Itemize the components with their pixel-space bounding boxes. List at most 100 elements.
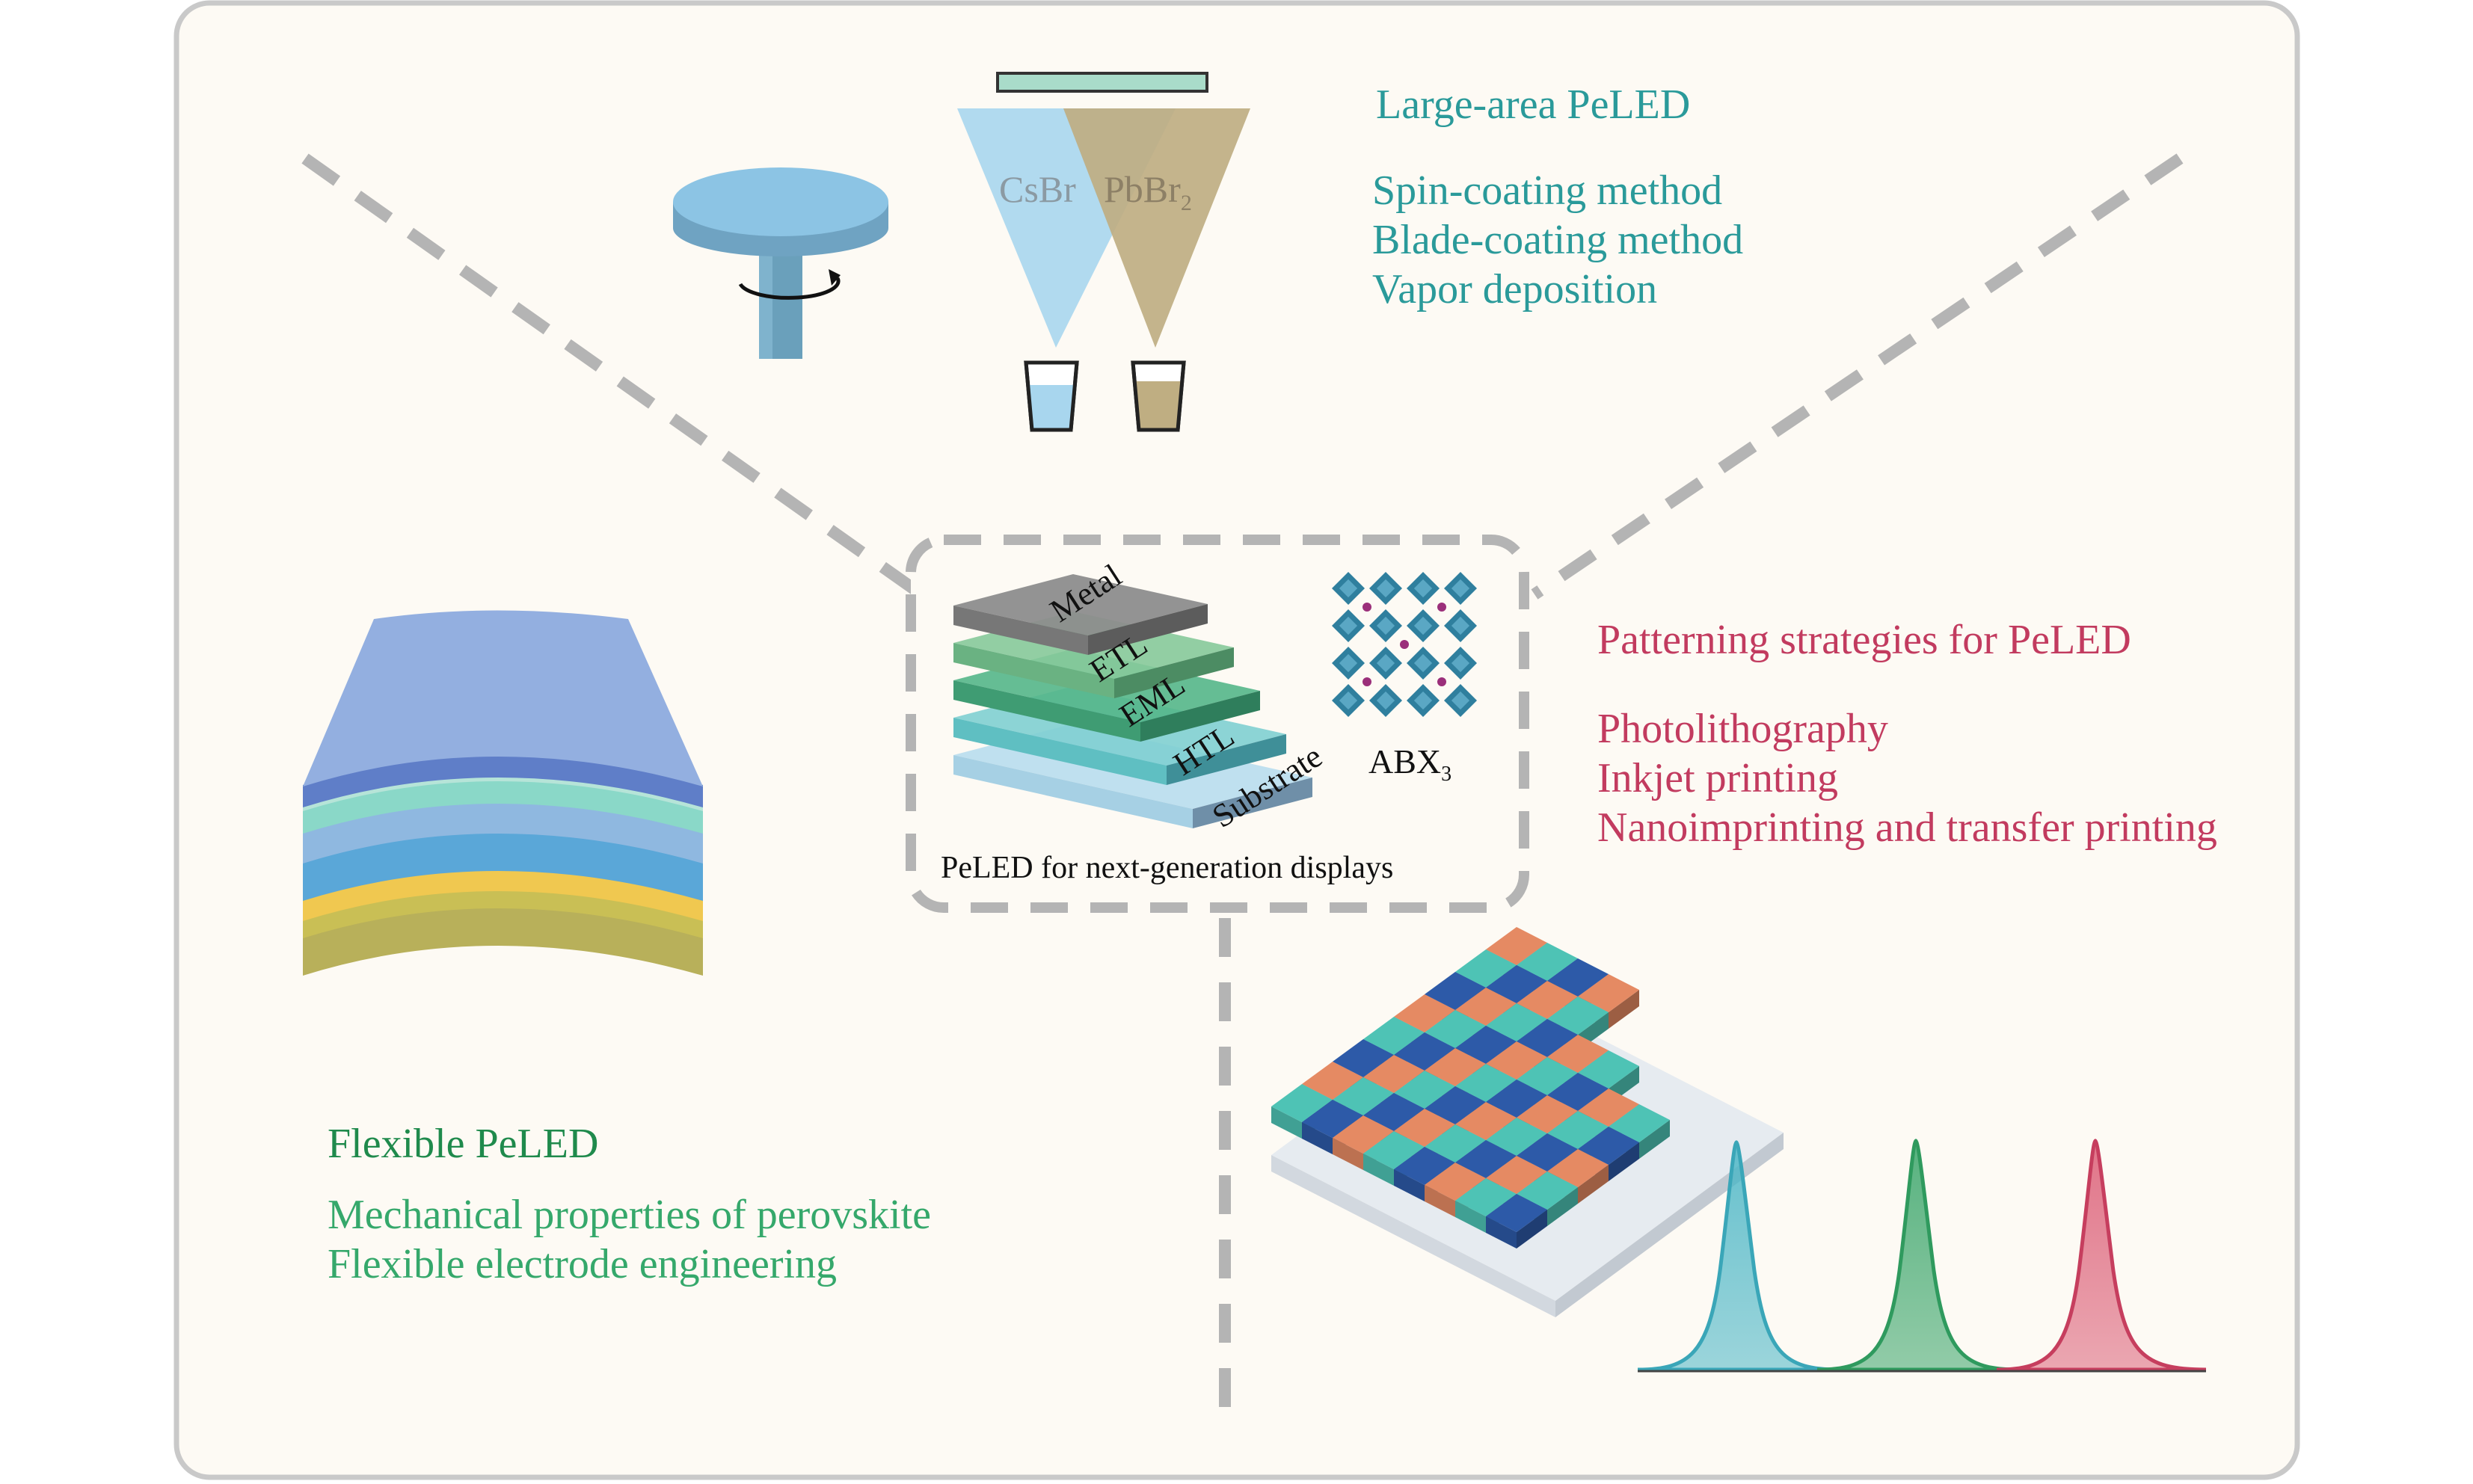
pixel-top	[1486, 927, 1547, 965]
pixel-side	[1517, 1210, 1547, 1249]
spectrum-green	[1816, 1139, 2020, 1372]
pixel-front	[1363, 1154, 1394, 1186]
octahedron-face	[1376, 653, 1395, 673]
octahedron-face	[1339, 616, 1358, 635]
pixel-front	[1271, 1106, 1302, 1139]
pixel-top	[1333, 1077, 1394, 1115]
pixel-top	[1425, 1163, 1486, 1201]
pixel-top	[1486, 1156, 1547, 1194]
mask-bar	[996, 72, 1208, 93]
pixel-top	[1455, 1026, 1517, 1064]
layer-stack	[953, 574, 1312, 828]
spectrum-cyan	[1637, 1140, 1840, 1372]
pixel-top	[1578, 1089, 1639, 1127]
pbbr2-label-sub: 2	[1180, 191, 1192, 215]
pixel-front	[1486, 1216, 1517, 1249]
pixel-top	[1455, 988, 1517, 1026]
pixel-top	[1517, 1133, 1578, 1172]
pixel-top	[1486, 1003, 1547, 1041]
patterning-list: Photolithography Inkjet printing Nanoimp…	[1597, 704, 2217, 852]
vapor-deposition	[957, 72, 1250, 432]
pixel-top	[1547, 997, 1609, 1035]
pixel-front	[1302, 1122, 1333, 1154]
pixel-top	[1363, 1055, 1425, 1093]
spectrum-red	[1996, 1139, 2207, 1372]
pixel-top	[1425, 972, 1486, 1010]
large-area-item-blade-coating: Blade-coating method	[1372, 217, 1744, 263]
flexible-list: Mechanical properties of perovskite Flex…	[328, 1190, 931, 1289]
pixel-top	[1578, 1127, 1639, 1165]
crystal-label: ABX3	[1368, 745, 1451, 785]
pixel-top	[1302, 1100, 1363, 1138]
pixel-side	[1578, 1165, 1609, 1204]
pixel-top	[1486, 1080, 1547, 1118]
patterning-item-photolithography: Photolithography	[1597, 706, 1888, 752]
rotation-arrow-icon	[738, 277, 841, 300]
pixel-top	[1363, 1017, 1425, 1055]
pixel-top	[1455, 949, 1517, 988]
large-area-item-spin-coating: Spin-coating method	[1372, 167, 1723, 214]
connector-top-right	[1531, 153, 2184, 600]
pixel-side	[1609, 990, 1639, 1029]
octahedron-face	[1413, 616, 1433, 635]
pixel-top	[1363, 1131, 1425, 1169]
pixel-top	[1578, 1050, 1639, 1089]
pixel-top	[1517, 943, 1578, 981]
pbbr2-label: PbBr2	[1104, 170, 1192, 215]
patterning-item-inkjet: Inkjet printing	[1597, 755, 1838, 801]
octahedron-face	[1339, 691, 1358, 710]
center-caption: PeLED for next-generation displays	[941, 851, 1394, 885]
pixel-side	[1639, 1120, 1670, 1159]
large-area-item-vapor-deposition: Vapor deposition	[1372, 266, 1658, 312]
pixel-top	[1455, 1178, 1517, 1216]
pixel-top	[1425, 1010, 1486, 1048]
pixel-top	[1517, 1019, 1578, 1057]
pixel-top	[1425, 1048, 1486, 1086]
a-site-cation	[1363, 677, 1371, 686]
spin-coater-disk	[673, 167, 888, 236]
emission-spectra	[1637, 1139, 2207, 1373]
pixel-top	[1455, 1140, 1517, 1178]
a-site-cation	[1400, 640, 1409, 649]
pixel-top	[1486, 965, 1547, 1003]
pixel-top	[1302, 1062, 1363, 1100]
perovskite-crystal-lattice	[1332, 572, 1477, 717]
a-site-cation	[1437, 603, 1446, 612]
pixel-top	[1517, 1057, 1578, 1095]
crystal-label-sub: 3	[1441, 763, 1452, 786]
octahedron-face	[1413, 653, 1433, 673]
pixel-top	[1425, 1124, 1486, 1163]
pixel-front	[1333, 1138, 1363, 1170]
pixel-front	[1394, 1169, 1425, 1201]
pbbr2-label-main: PbBr	[1104, 168, 1181, 210]
flexible-item-electrode: Flexible electrode engineering	[328, 1241, 838, 1287]
octahedron-face	[1339, 653, 1358, 673]
pixel-top	[1271, 1084, 1333, 1122]
octahedron-face	[1451, 579, 1470, 598]
patterning-title: Patterning strategies for PeLED	[1597, 617, 2131, 663]
pixel-top	[1455, 1102, 1517, 1140]
octahedron-face	[1339, 579, 1358, 598]
pixel-top	[1517, 1172, 1578, 1210]
pixel-top	[1547, 1111, 1609, 1149]
pixel-top	[1578, 974, 1639, 1012]
octahedron-face	[1451, 691, 1470, 710]
pixel-top	[1517, 1095, 1578, 1133]
octahedron-face	[1376, 616, 1395, 635]
flexible-device-stack	[303, 610, 703, 976]
a-site-cation	[1363, 603, 1371, 612]
csbr-label: CsBr	[999, 168, 1076, 210]
flexible-title: Flexible PeLED	[328, 1121, 599, 1167]
octahedron-face	[1451, 616, 1470, 635]
pixel-side	[1609, 1142, 1639, 1181]
pixel-top	[1455, 1064, 1517, 1102]
octahedron-face	[1413, 579, 1433, 598]
pixel-top	[1547, 1073, 1609, 1111]
pixel-top	[1333, 1039, 1394, 1077]
large-area-title: Large-area PeLED	[1376, 81, 1691, 128]
pixel-top	[1547, 958, 1609, 997]
octahedron-face	[1376, 579, 1395, 598]
pixel-array	[1271, 927, 1670, 1249]
pixel-top	[1486, 1041, 1547, 1080]
